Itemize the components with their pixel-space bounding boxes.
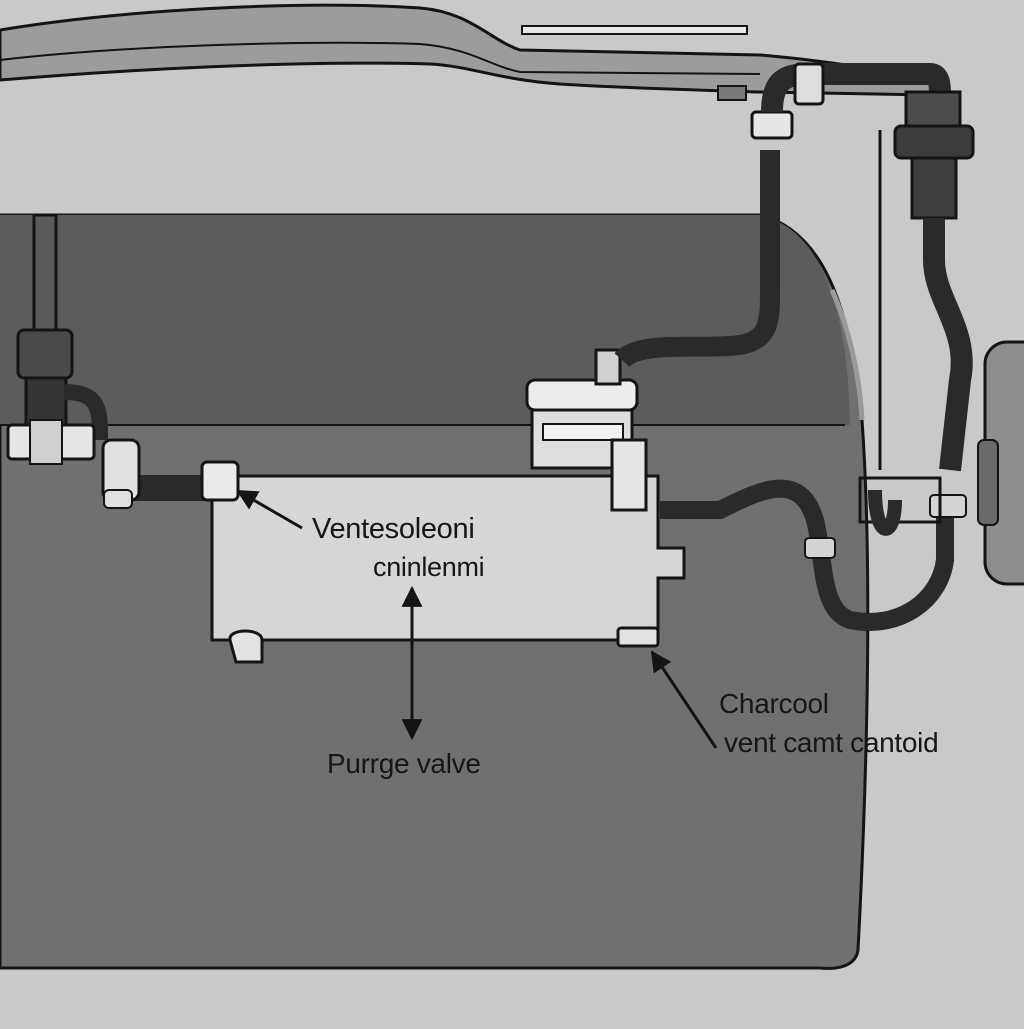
right-u-loop	[868, 489, 902, 536]
vent-solenoid-leader	[236, 489, 303, 530]
canister-right-hose	[660, 479, 954, 631]
solenoid-upper-hose	[614, 150, 780, 368]
fuel-tank-highlight	[829, 288, 865, 421]
solenoid-connector	[594, 348, 622, 386]
canister-bottom-port	[616, 626, 660, 648]
filler-neck-collar	[16, 328, 74, 380]
charcoal-canister	[210, 474, 686, 642]
right-descending-hose	[923, 218, 973, 472]
charcoal-leader	[650, 650, 718, 749]
purge-valve-label: Purrge valve	[327, 748, 481, 779]
solenoid-side-port	[610, 438, 648, 512]
inlet-valve-top	[904, 90, 962, 130]
canister-port-left	[200, 460, 240, 502]
small-tab	[717, 85, 747, 101]
right-drum-inner	[977, 439, 999, 526]
solenoid-bracket	[542, 423, 624, 441]
bracket-slot	[521, 25, 748, 35]
left-hose-loop	[63, 384, 108, 441]
filler-neck-rod	[32, 213, 58, 337]
top-strap	[0, 41, 761, 75]
fuel-tank-top-shade	[0, 215, 850, 425]
inlet-valve-body	[910, 156, 958, 220]
vent-solenoid-label-line2: cninlenmi	[373, 552, 485, 582]
right-hose-clamp-2	[929, 494, 967, 518]
left-clamp-foot	[103, 489, 133, 509]
inlet-valve-flange	[893, 124, 975, 160]
elbow-collar	[793, 62, 825, 106]
charcoal-canister-label-line1: Charcool	[719, 688, 829, 719]
vent-solenoid-label-line1: Ventesoleoni	[312, 513, 475, 545]
right-bracket	[858, 476, 942, 524]
canister-bottom-tab	[228, 629, 264, 664]
left-fitting-nut	[29, 419, 63, 465]
upper-hose-clamp	[750, 110, 794, 140]
right-hose-clamp-1	[804, 537, 836, 559]
charcoal-canister-label-line2: vent camt cantoid	[724, 727, 939, 758]
